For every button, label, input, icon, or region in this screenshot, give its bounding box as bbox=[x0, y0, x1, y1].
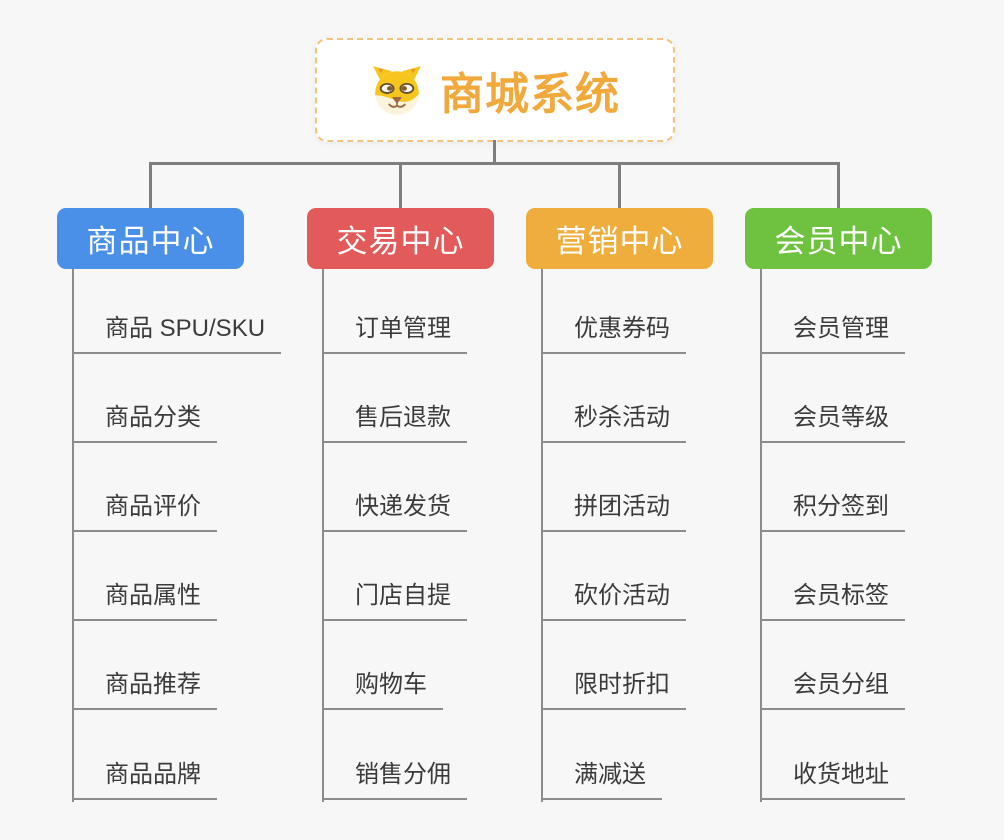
leaf-topic[interactable]: 门店自提 bbox=[322, 579, 467, 621]
branch-marketing-center: 营销中心 优惠券码 秒杀活动 拼团活动 砍价活动 限时折扣 满减送 bbox=[526, 208, 713, 802]
connector-root-drop bbox=[493, 140, 496, 163]
leaf-topic[interactable]: 会员分组 bbox=[760, 668, 905, 710]
branch-topic-trade-center[interactable]: 交易中心 bbox=[307, 208, 494, 269]
connector-drop-marketing bbox=[618, 162, 621, 210]
leaf-topic[interactable]: 秒杀活动 bbox=[541, 401, 686, 443]
root-topic[interactable]: 商城系统 bbox=[315, 38, 675, 142]
leaf-topic[interactable]: 商品 SPU/SKU bbox=[72, 312, 282, 354]
leaf-topic[interactable]: 售后退款 bbox=[322, 401, 467, 443]
leaf-topic[interactable]: 商品评价 bbox=[72, 490, 217, 532]
leaf-topic[interactable]: 订单管理 bbox=[322, 312, 467, 354]
leaf-topic[interactable]: 快递发货 bbox=[322, 490, 467, 532]
leaf-topic[interactable]: 商品属性 bbox=[72, 579, 217, 621]
leaf-topic[interactable]: 砍价活动 bbox=[541, 579, 686, 621]
root-title: 商城系统 bbox=[440, 70, 620, 119]
connector-drop-product bbox=[149, 162, 152, 210]
leaf-topic[interactable]: 会员标签 bbox=[760, 579, 905, 621]
leaf-topic[interactable]: 限时折扣 bbox=[541, 668, 686, 710]
leaf-topic[interactable]: 购物车 bbox=[322, 668, 443, 710]
branch-topic-marketing-center[interactable]: 营销中心 bbox=[526, 208, 713, 269]
leaf-topic[interactable]: 满减送 bbox=[541, 758, 662, 800]
leaf-topic[interactable]: 商品分类 bbox=[72, 401, 217, 443]
leaf-topic[interactable]: 会员等级 bbox=[760, 401, 905, 443]
leaf-topic[interactable]: 销售分佣 bbox=[322, 758, 467, 800]
branch-member-center: 会员中心 会员管理 会员等级 积分签到 会员标签 会员分组 收货地址 bbox=[745, 208, 932, 802]
dog-face-icon bbox=[370, 63, 424, 117]
leaf-topic[interactable]: 商品品牌 bbox=[72, 758, 217, 800]
branch-trunk-line bbox=[322, 269, 324, 802]
leaf-topic[interactable]: 积分签到 bbox=[760, 490, 905, 532]
leaf-topic[interactable]: 会员管理 bbox=[760, 312, 905, 354]
leaf-topic[interactable]: 优惠券码 bbox=[541, 312, 686, 354]
branch-trade-center: 交易中心 订单管理 售后退款 快递发货 门店自提 购物车 销售分佣 bbox=[307, 208, 494, 802]
connector-drop-trade bbox=[399, 162, 402, 210]
leaf-topic[interactable]: 收货地址 bbox=[760, 758, 905, 800]
branch-topic-member-center[interactable]: 会员中心 bbox=[745, 208, 932, 269]
branch-trunk-line bbox=[541, 269, 543, 802]
branch-trunk-line bbox=[72, 269, 74, 802]
leaf-topic[interactable]: 商品推荐 bbox=[72, 668, 217, 710]
leaf-topic[interactable]: 拼团活动 bbox=[541, 490, 686, 532]
connector-bus-line bbox=[149, 162, 840, 165]
branch-trunk-line bbox=[760, 269, 762, 802]
branch-topic-product-center[interactable]: 商品中心 bbox=[57, 208, 244, 269]
branch-product-center: 商品中心 商品 SPU/SKU 商品分类 商品评价 商品属性 商品推荐 商品品牌 bbox=[57, 208, 282, 802]
connector-drop-member bbox=[837, 162, 840, 210]
